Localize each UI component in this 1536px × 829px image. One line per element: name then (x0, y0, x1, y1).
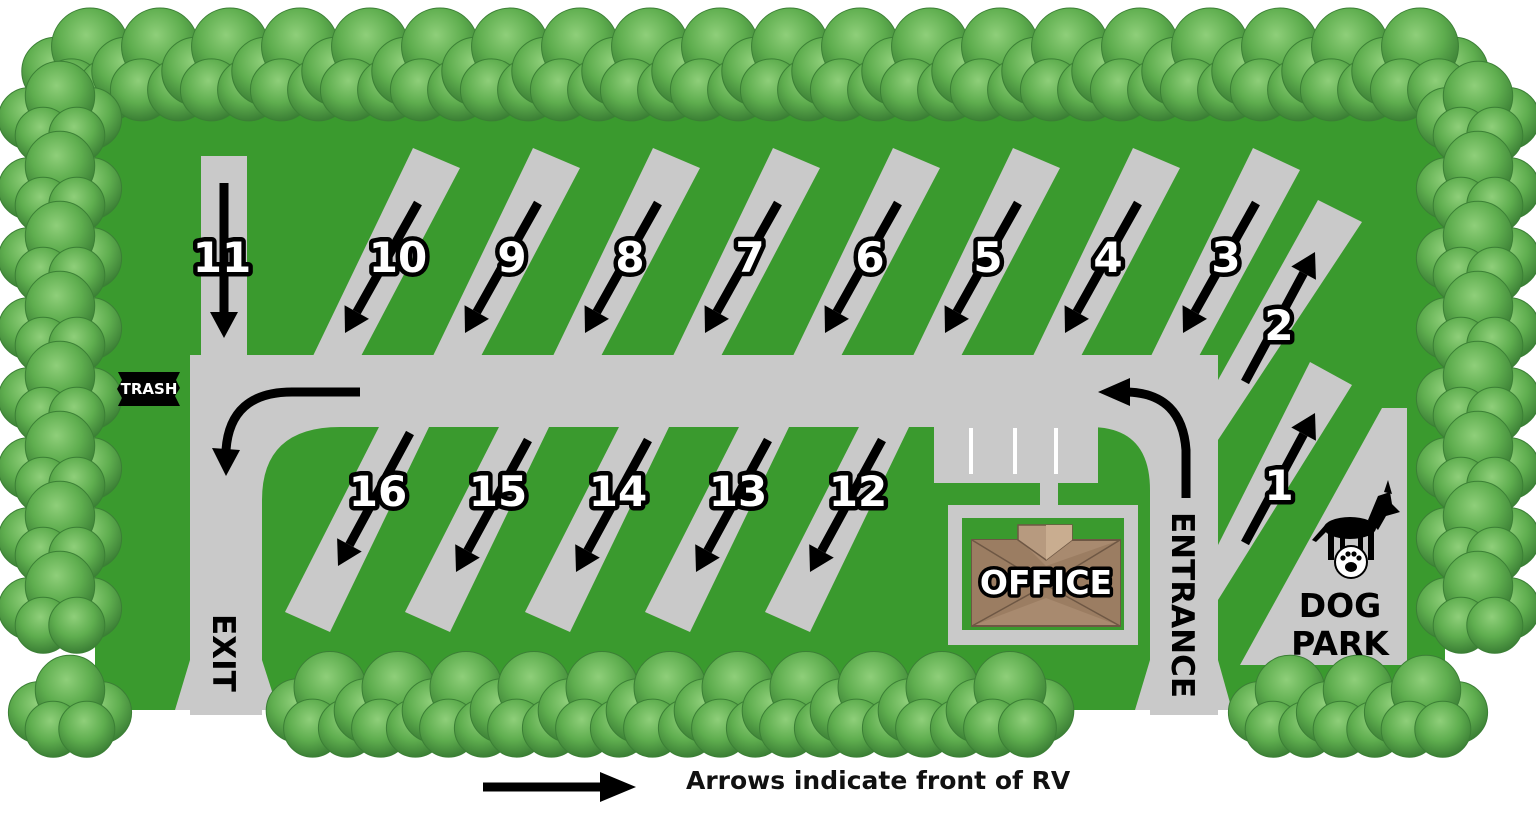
dog-park-label-line2: PARK (1291, 624, 1390, 663)
hedge-border (0, 7, 1536, 758)
hedge (1363, 654, 1489, 758)
office-building-icon[interactable] (971, 524, 1121, 627)
hedge (7, 654, 133, 758)
site-8-number: 8 (615, 233, 644, 282)
hedge (1415, 550, 1536, 654)
office-label: OFFICE (980, 563, 1112, 602)
exit-road (190, 355, 262, 715)
site-13-number: 13 (709, 467, 767, 516)
arrow-icon (337, 430, 414, 566)
hedge (1415, 60, 1536, 164)
site-1-number: 1 (1264, 461, 1293, 510)
legend-text: Arrows indicate front of RV (686, 766, 1071, 795)
hedge (945, 651, 1075, 758)
hedge (809, 651, 939, 758)
arrow-icon (344, 200, 422, 333)
site-11-number: 11 (193, 233, 251, 282)
dog-park-area[interactable] (1240, 408, 1407, 665)
site-14-number: 14 (589, 467, 647, 516)
site-1-pad[interactable] (1218, 362, 1352, 600)
site-6-number: 6 (855, 233, 884, 282)
dog-icon (1312, 480, 1400, 560)
arrow-icon (1064, 200, 1142, 333)
site-12-number: 12 (829, 467, 887, 516)
arrow-icon (1241, 252, 1316, 385)
exit-turn-arrow (221, 387, 360, 451)
arrow-icon (824, 200, 902, 333)
exit-flare (175, 660, 278, 710)
site-16-number: 16 (349, 467, 407, 516)
parking-line-2 (1013, 428, 1017, 474)
site-2-number: 2 (1264, 301, 1293, 350)
site-5-number: 5 (973, 233, 1002, 282)
arrow-icon (584, 200, 662, 333)
arrow-icon (1241, 413, 1316, 546)
exit-label: EXIT (205, 614, 241, 692)
trash-label: TRASH (121, 380, 178, 398)
arrow-icon (695, 437, 772, 572)
entrance-label: ENTRANCE (1164, 512, 1200, 698)
entrance-flare (1135, 660, 1232, 710)
dog-park-label-line1: DOG (1299, 586, 1382, 625)
site-2-pad[interactable] (1218, 200, 1362, 440)
arrow-icon (210, 183, 238, 338)
legend-arrow-icon (483, 772, 636, 802)
site-7-number: 7 (735, 233, 764, 282)
exit-turn-arrowhead (212, 448, 240, 476)
site-3-number: 3 (1211, 233, 1240, 282)
main-road (190, 355, 1218, 427)
hedge (0, 550, 123, 654)
arrow-icon (1182, 200, 1260, 333)
paw-icon (1334, 545, 1368, 579)
parking-line-1 (969, 428, 973, 474)
site-15-number: 15 (469, 467, 527, 516)
site-9-number: 9 (497, 233, 526, 282)
entrance-road-curve (1090, 427, 1150, 490)
arrow-icon (944, 200, 1022, 333)
arrow-icon (455, 437, 532, 572)
exit-road-curve (262, 427, 340, 500)
parking-line-3 (1054, 428, 1058, 474)
arrow-icon (704, 200, 782, 333)
site-10-number: 10 (369, 233, 427, 282)
trash-icon[interactable] (117, 372, 180, 406)
pad-arrows (337, 200, 1316, 572)
arrow-icon (464, 200, 542, 333)
entrance-turn-arrow (1127, 387, 1191, 498)
arrow-icon (809, 437, 886, 572)
direction-arrows (210, 183, 238, 338)
site-4-number: 4 (1093, 233, 1122, 282)
entrance-road (1150, 355, 1218, 715)
entrance-turn-arrowhead (1098, 378, 1130, 406)
arrow-icon (575, 437, 652, 572)
